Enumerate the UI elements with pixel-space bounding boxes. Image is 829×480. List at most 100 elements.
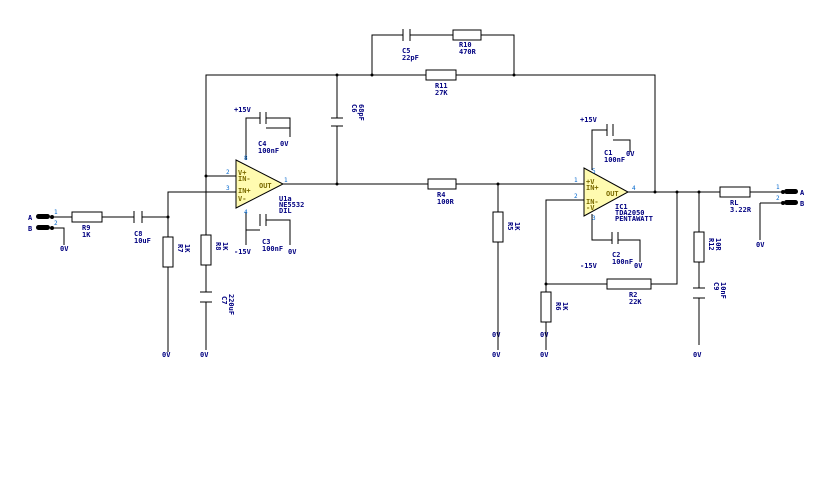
capacitor-c7[interactable]: C7 220uF — [200, 291, 235, 315]
resistor-r4[interactable]: R4 100R — [427, 178, 457, 206]
svg-text:22pF: 22pF — [402, 54, 419, 62]
junction-dot — [512, 73, 516, 77]
ground-label: 0V — [200, 351, 209, 359]
resistor-r7[interactable]: R7 1K — [162, 236, 191, 268]
junction-dot — [697, 190, 701, 194]
svg-text:R11: R11 — [435, 82, 448, 90]
svg-text:1K: 1K — [82, 231, 91, 239]
svg-text:R10: R10 — [459, 41, 472, 49]
svg-text:1K: 1K — [561, 302, 569, 311]
svg-text:R2: R2 — [629, 291, 637, 299]
svg-text:0V: 0V — [634, 262, 643, 270]
svg-text:100nF: 100nF — [262, 245, 283, 253]
resistor-r6[interactable]: R6 1K — [540, 291, 569, 323]
resistor-r10[interactable]: R10 470R — [452, 29, 482, 56]
svg-text:IC1: IC1 — [615, 203, 628, 211]
svg-text:C6: C6 — [350, 104, 358, 112]
capacitor-c8[interactable]: C8 10uF — [133, 211, 151, 245]
svg-text:5: 5 — [592, 168, 596, 175]
svg-text:2: 2 — [226, 169, 230, 176]
capacitor-c1[interactable]: C1 100nF — [604, 124, 625, 164]
svg-text:R12: R12 — [707, 238, 715, 251]
capacitor-c3[interactable]: C3 100nF — [259, 214, 283, 253]
svg-text:IN+: IN+ — [586, 184, 599, 192]
input-pin-b[interactable] — [36, 225, 50, 230]
svg-text:V+: V+ — [238, 169, 246, 177]
input-pin-a[interactable] — [36, 214, 50, 219]
svg-text:27K: 27K — [435, 89, 448, 97]
svg-text:+V: +V — [586, 178, 595, 186]
svg-text:OUT: OUT — [606, 190, 619, 198]
svg-text:100R: 100R — [437, 198, 455, 206]
svg-text:3.22R: 3.22R — [730, 206, 752, 214]
amplifier-ic1[interactable]: +V IN+ IN- -V OUT 5 1 2 4 3 IC1 TDA2050 … — [574, 116, 653, 270]
svg-text:R8: R8 — [214, 242, 222, 250]
ground-label: 0V — [492, 351, 501, 359]
svg-text:220uF: 220uF — [227, 294, 235, 315]
capacitor-c6[interactable]: C6 68pF — [331, 104, 365, 127]
svg-text:NE5532: NE5532 — [279, 201, 304, 209]
junction-dot — [204, 174, 208, 178]
svg-text:-V: -V — [586, 204, 595, 212]
ground-label: 0V — [756, 241, 765, 249]
output-pin-b[interactable] — [784, 200, 798, 205]
junction-dot — [335, 182, 339, 186]
resistor-r12[interactable]: R12 10R — [693, 231, 722, 263]
svg-text:C2: C2 — [612, 251, 620, 259]
resistor-r9[interactable]: R9 1K — [71, 211, 103, 239]
svg-text:IN-: IN- — [238, 175, 251, 183]
ground-labels: 0V 0V 0V 0V 0V 0V 0V — [162, 331, 702, 359]
svg-text:470R: 470R — [459, 48, 477, 56]
resistor-rl[interactable]: RL 3.22R — [719, 186, 752, 214]
output-a-label: A — [800, 189, 805, 197]
pin-end-dot — [781, 201, 785, 205]
svg-text:1: 1 — [574, 177, 578, 184]
svg-text:U1a: U1a — [279, 195, 292, 203]
ground-label: 0V — [492, 331, 501, 339]
ground-label: 0V — [540, 331, 549, 339]
svg-text:1K: 1K — [221, 242, 229, 251]
output-connector[interactable]: A B 1 2 0V — [756, 184, 805, 249]
capacitor-c4[interactable]: C4 100nF — [258, 112, 291, 155]
svg-text:4: 4 — [632, 185, 636, 192]
resistor-r5[interactable]: R5 1K — [492, 211, 521, 243]
opamp-u1[interactable]: V+ IN- IN+ V- OUT 8 2 3 1 4 U1a NE5532 D… — [226, 106, 304, 256]
output-pin-a[interactable] — [784, 189, 798, 194]
svg-text:C4: C4 — [258, 140, 266, 148]
input-b-label: B — [28, 225, 32, 233]
svg-text:C8: C8 — [134, 230, 142, 238]
resistor-r11[interactable]: R11 27K — [425, 69, 457, 97]
pin-end-dot — [781, 190, 785, 194]
svg-text:100nF: 100nF — [258, 147, 279, 155]
svg-text:V-: V- — [238, 195, 246, 203]
svg-text:100nF: 100nF — [612, 258, 633, 266]
svg-text:R9: R9 — [82, 224, 90, 232]
svg-text:R5: R5 — [506, 222, 514, 230]
svg-text:4: 4 — [244, 209, 248, 216]
junction-dot — [675, 190, 679, 194]
junctions — [166, 73, 701, 286]
svg-text:TDA2050: TDA2050 — [615, 209, 645, 217]
output-b-label: B — [800, 200, 804, 208]
pin-number: 2 — [54, 220, 58, 227]
svg-text:+15V: +15V — [580, 116, 598, 124]
capacitor-c2[interactable]: C2 100nF — [611, 232, 633, 266]
svg-text:PENTAWATT: PENTAWATT — [615, 215, 653, 223]
svg-text:OUT: OUT — [259, 182, 272, 190]
capacitor-c9[interactable]: C9 10nF — [693, 282, 727, 299]
svg-text:C9: C9 — [712, 282, 720, 290]
resistor-r8[interactable]: R8 1K — [200, 234, 229, 266]
svg-text:IN+: IN+ — [238, 187, 251, 195]
resistor-r2[interactable]: R2 22K — [606, 278, 652, 306]
junction-dot — [544, 282, 548, 286]
junction-dot — [370, 73, 374, 77]
svg-text:0V: 0V — [280, 140, 289, 148]
pin-number: 1 — [54, 209, 58, 216]
capacitor-c5[interactable]: C5 22pF — [402, 29, 419, 62]
junction-dot — [653, 190, 657, 194]
input-connector[interactable]: A B 1 2 0V — [28, 209, 69, 253]
svg-text:IN-: IN- — [586, 198, 599, 206]
svg-text:2: 2 — [574, 193, 578, 200]
